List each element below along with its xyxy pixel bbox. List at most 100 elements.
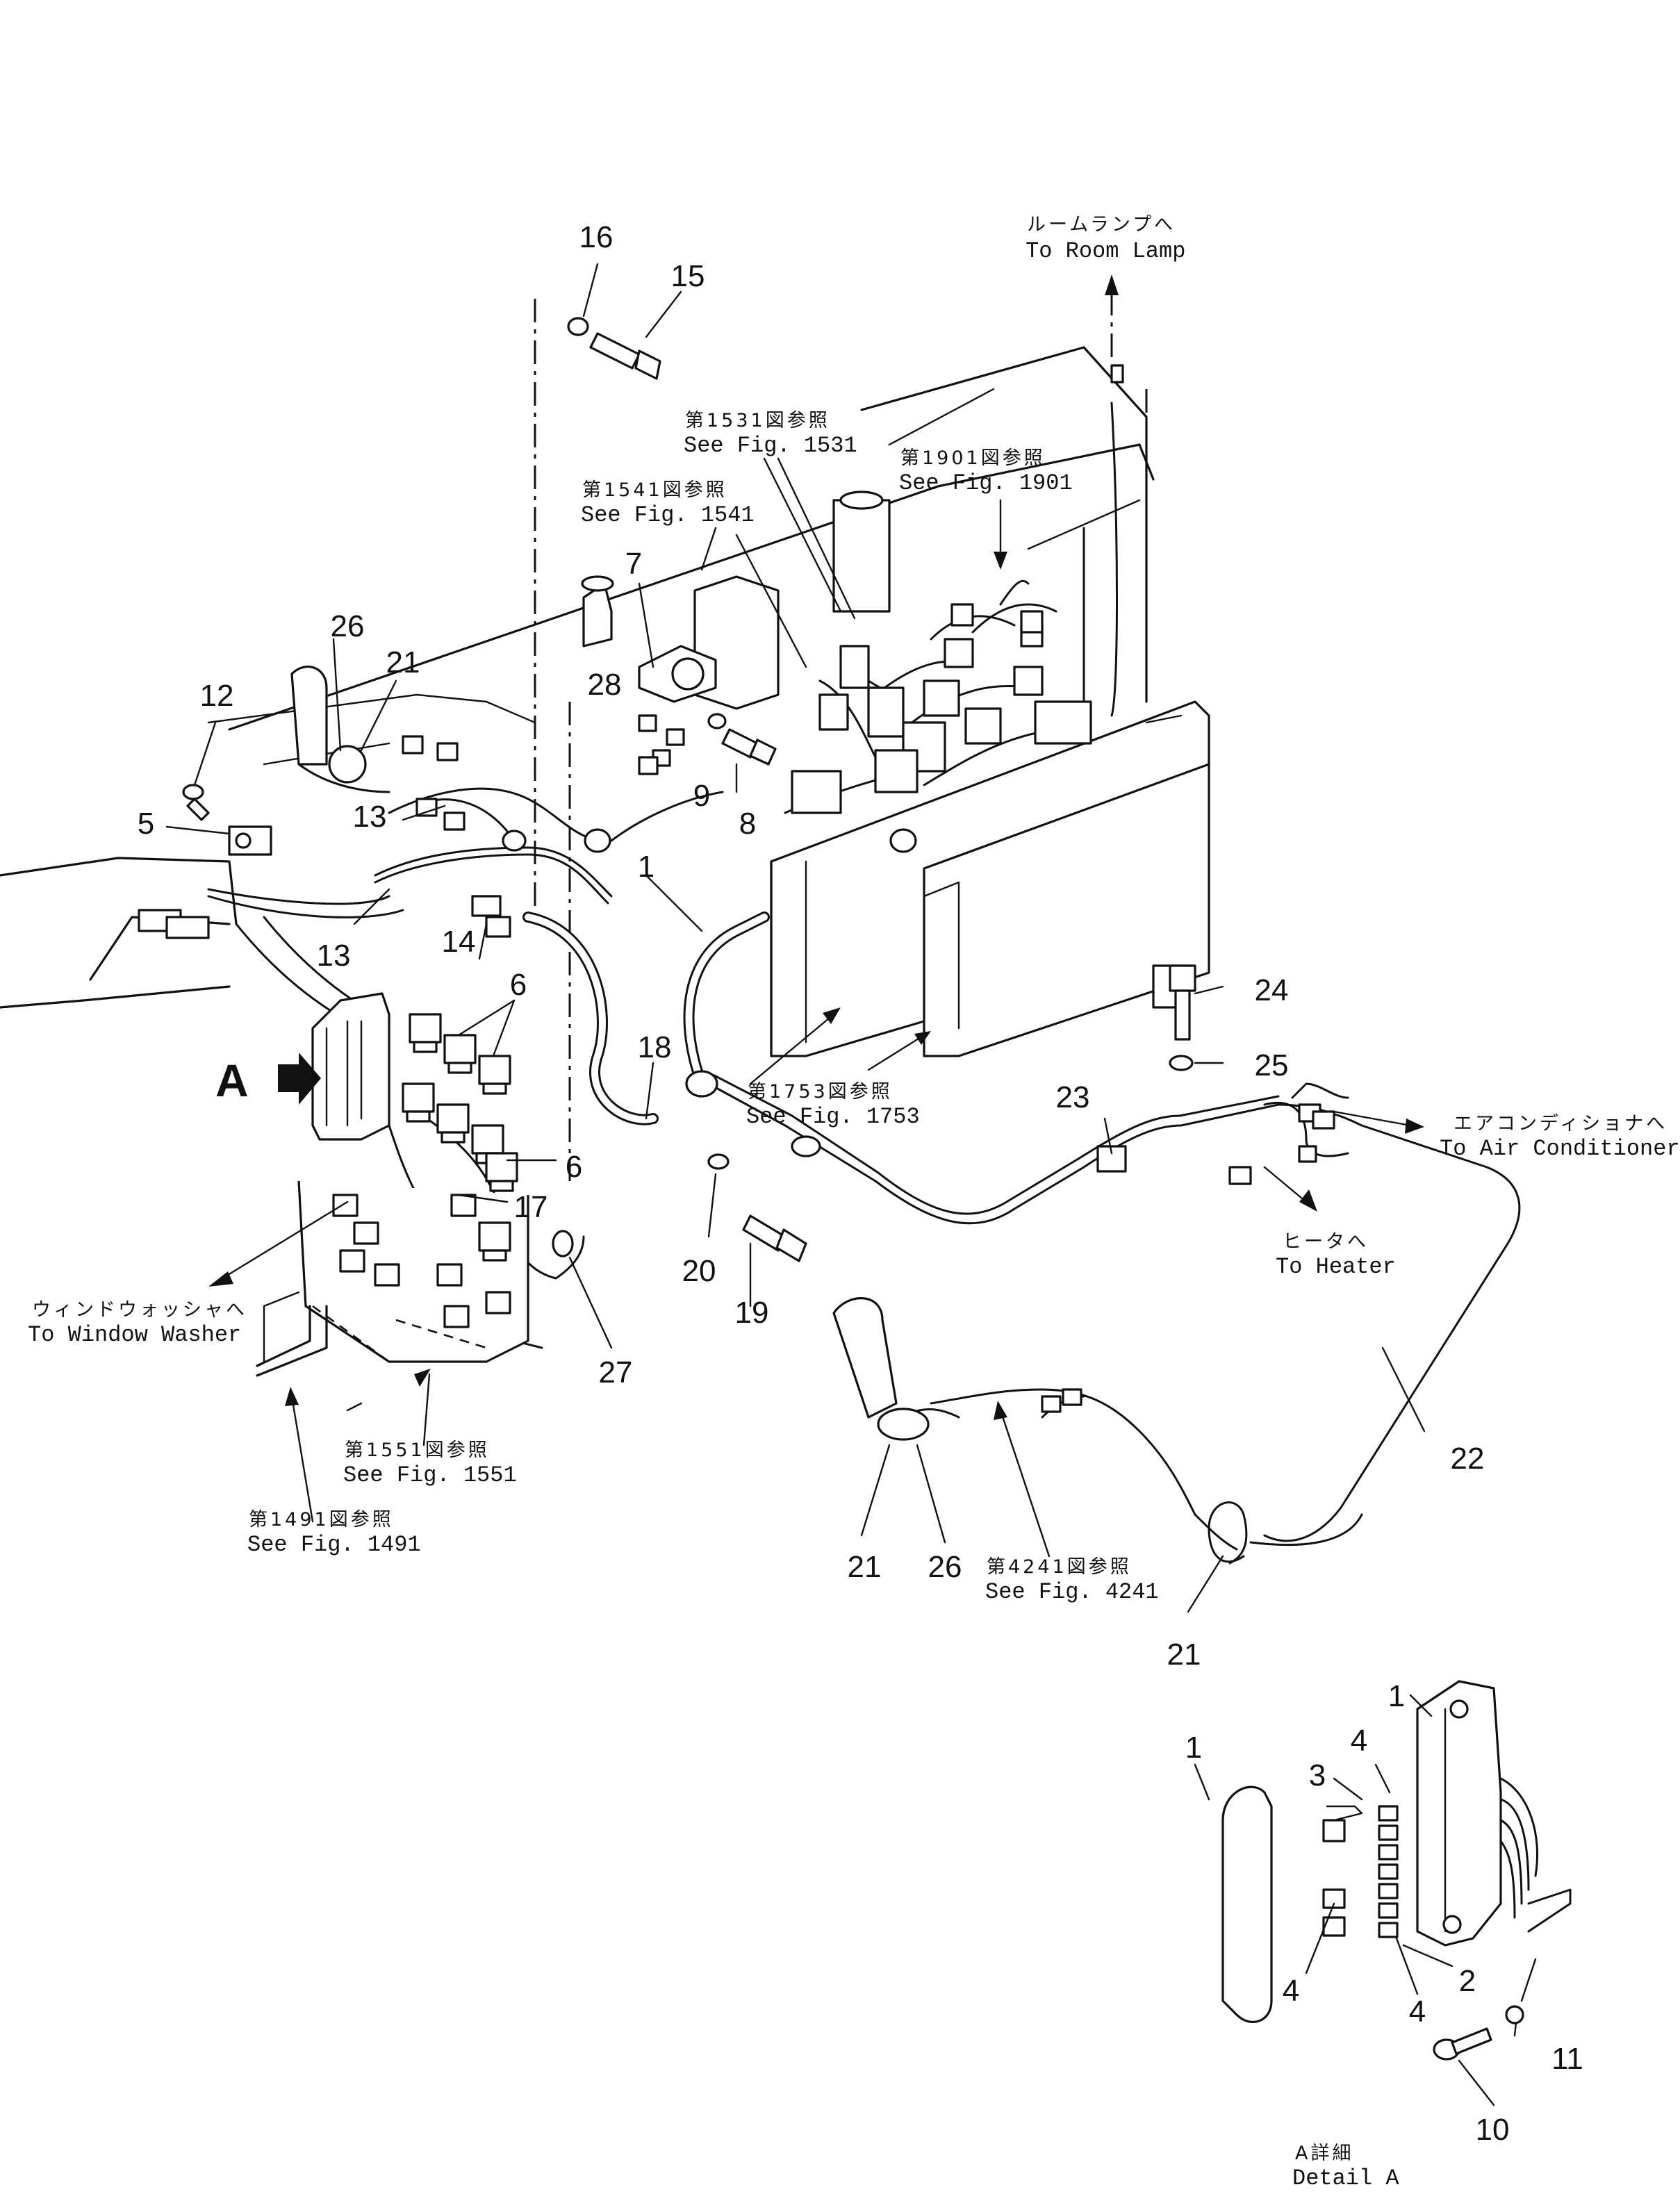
bulb-12 (182, 784, 210, 821)
callout-1: 1 (638, 850, 654, 884)
relay (478, 1055, 511, 1095)
callout-4b-detail: 4 (1283, 1974, 1299, 2008)
callout-6b: 6 (566, 1150, 582, 1184)
callout-16: 16 (579, 220, 613, 254)
washer-9 (707, 713, 727, 729)
ref-1541-en: See Fig. 1541 (581, 502, 755, 528)
bolt-15 (589, 332, 661, 380)
relay (478, 1221, 511, 1262)
callout-24: 24 (1255, 973, 1289, 1007)
dest-room-lamp-jp: ルームランプへ (1027, 214, 1176, 236)
callout-14: 14 (442, 925, 476, 959)
connectors (138, 364, 1335, 1413)
callout-12: 12 (200, 679, 234, 713)
screw-10 (1433, 2027, 1492, 2061)
ref-1901-en: See Fig. 1901 (899, 470, 1073, 496)
detail-a (1194, 1680, 1572, 2106)
view-marker-a: A (215, 1055, 249, 1106)
callout-10-detail: 10 (1476, 2113, 1510, 2147)
bolt-19 (742, 1214, 807, 1262)
detail-a-jp: A詳細 (1295, 2143, 1353, 2164)
callout-21b: 21 (848, 1550, 882, 1584)
ref-1491-en: See Fig. 1491 (247, 1532, 421, 1558)
window-washer-pipe (256, 1305, 328, 1377)
callout-21c: 21 (1167, 1638, 1201, 1672)
callout-4-detail: 4 (1351, 1724, 1367, 1758)
callout-18: 18 (638, 1030, 672, 1064)
fuse-strip (1378, 1805, 1399, 1938)
callout-21: 21 (386, 645, 420, 679)
dest-air-conditioner-en: To Air Conditioner (1440, 1136, 1680, 1162)
heater-arrow (1263, 1166, 1317, 1212)
ref-1541-jp: 第1541図参照 (582, 479, 727, 501)
ref-1901-jp: 第1901図参照 (900, 447, 1046, 469)
view-arrow-a (278, 1053, 321, 1105)
fuse-box-cover (1221, 1785, 1273, 2023)
callout-6: 6 (510, 968, 527, 1002)
washer-16 (567, 317, 589, 336)
electrical-box (770, 700, 1210, 1057)
callout-3-detail: 3 (1309, 1758, 1326, 1792)
callout-13b: 13 (317, 939, 351, 973)
dest-window-washer-en: To Window Washer (28, 1322, 241, 1348)
bolt-24 (1169, 964, 1196, 1041)
dest-air-conditioner-jp: エアコンディショナへ (1453, 1113, 1667, 1135)
detail-caption: A詳細 Detail A (1292, 2143, 1399, 2191)
relays (402, 1013, 518, 1262)
callout-1b-detail: 1 (1185, 1731, 1202, 1765)
washer-11 (1505, 2005, 1524, 2024)
callout-2-detail: 2 (1459, 1964, 1476, 1998)
dest-heater-en: To Heater (1276, 1254, 1396, 1280)
washer-25 (1169, 1055, 1194, 1071)
dest-heater-jp: ヒータへ (1283, 1231, 1369, 1253)
air-conditioner-arrow (1333, 1110, 1424, 1134)
callout-9: 9 (693, 779, 710, 813)
relay (485, 1152, 518, 1192)
callout-5: 5 (138, 807, 154, 841)
callout-4c-detail: 4 (1409, 1995, 1426, 2029)
callout-13: 13 (353, 800, 387, 834)
detail-a-en: Detail A (1292, 2166, 1399, 2191)
leader-lines (285, 457, 1141, 1558)
ref-1531-en: See Fig. 1531 (684, 433, 857, 459)
callout-26: 26 (331, 609, 365, 643)
relay (443, 1034, 477, 1074)
callout-20: 20 (682, 1254, 716, 1288)
callout-leaders (165, 263, 1426, 1613)
callout-27: 27 (599, 1355, 633, 1389)
control-unit (581, 490, 891, 710)
switch-5 (228, 825, 272, 856)
callout-1-detail: 1 (1388, 1679, 1405, 1713)
lever-handle-right (832, 1297, 930, 1441)
callout-22: 22 (1451, 1442, 1485, 1476)
callout-23: 23 (1056, 1080, 1090, 1114)
relay (436, 1103, 470, 1144)
fuse-box-body (1416, 1680, 1502, 1947)
dest-window-washer-jp: ウィンドウォッシャへ (32, 1299, 247, 1321)
lever-handle-left (290, 666, 367, 784)
spare-fuses (1322, 1819, 1346, 1937)
ref-1551-en: See Fig. 1551 (343, 1462, 517, 1488)
callout-7: 7 (625, 547, 642, 581)
room-lamp-arrow (1105, 274, 1119, 295)
dest-room-lamp-en: To Room Lamp (1026, 238, 1185, 264)
window-washer-arrow (208, 1201, 349, 1287)
relay (409, 1013, 442, 1053)
destination-labels: ルームランプへ To Room Lamp エアコンディショナへ To Air C… (28, 214, 1680, 1348)
bolt-8 (721, 728, 777, 766)
ref-1531-jp: 第1531図参照 (685, 410, 830, 431)
relay (402, 1082, 435, 1123)
callout-11-detail: 11 (1551, 2042, 1583, 2076)
callout-19: 19 (735, 1296, 769, 1330)
callout-labels: 16 15 7 26 21 12 5 13 13 28 9 8 1 14 6 6… (138, 220, 1583, 2147)
figure-references: 第1531図参照 See Fig. 1531 第1901図参照 See Fig.… (247, 410, 1159, 1605)
ref-4241-en: See Fig. 4241 (985, 1579, 1159, 1605)
ref-1753-jp: 第1753図参照 (748, 1081, 893, 1103)
washer-20 (707, 1153, 730, 1170)
callout-8: 8 (739, 807, 756, 841)
ref-1551-jp: 第1551図参照 (345, 1440, 490, 1461)
ref-1753-en: See Fig. 1753 (746, 1104, 920, 1130)
callout-25: 25 (1255, 1048, 1289, 1082)
callout-17: 17 (514, 1190, 548, 1224)
